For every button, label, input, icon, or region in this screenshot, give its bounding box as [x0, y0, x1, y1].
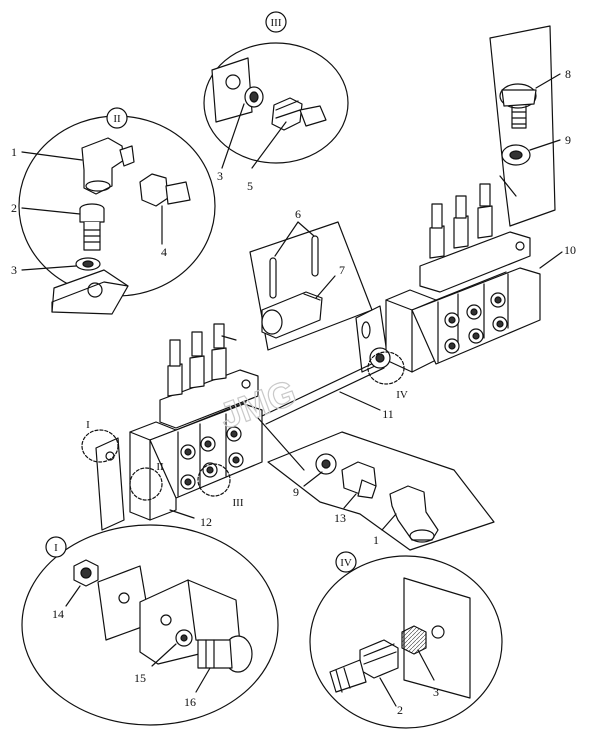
detail-I-label: I — [54, 542, 58, 554]
connecting-pipe — [261, 347, 391, 425]
detail-IV-label: IV — [340, 557, 352, 569]
part-label: 9 — [293, 485, 299, 499]
part-label: 15 — [134, 671, 146, 685]
fitting-detail-panel — [257, 417, 495, 551]
part-label: 3 — [433, 685, 439, 699]
detail-bolt-washer — [489, 25, 561, 227]
detail-II-label: II — [113, 113, 121, 125]
part-label: 8 — [565, 67, 571, 81]
part-label: 1 — [373, 533, 379, 547]
plate-with-slots — [249, 221, 373, 351]
part-label: 10 — [564, 243, 576, 257]
left-valve-stack — [81, 323, 405, 531]
marker-II-label: II — [156, 461, 164, 473]
part-label: 12 — [200, 515, 212, 529]
marker-III-label: III — [233, 497, 244, 509]
part-label: 5 — [247, 179, 253, 193]
part-label: 4 — [161, 245, 167, 259]
part-label: 16 — [184, 695, 196, 709]
marker-IV-label: IV — [396, 389, 408, 401]
part-label: 14 — [52, 607, 64, 621]
detail-III-label: III — [271, 17, 282, 29]
detail-view-II — [18, 107, 216, 315]
part-label: 6 — [295, 207, 301, 221]
part-label: 3 — [217, 169, 223, 183]
part-label: 1 — [11, 145, 17, 159]
part-label: 13 — [334, 511, 346, 525]
detail-view-I — [21, 524, 279, 726]
marker-I-label: I — [86, 419, 90, 431]
detail-view-IV — [309, 551, 503, 729]
part-label: 7 — [339, 263, 345, 277]
detail-view-III — [203, 11, 349, 169]
part-label: 2 — [397, 703, 403, 717]
part-label: 2 — [11, 201, 17, 215]
part-label: 3 — [11, 263, 17, 277]
part-label: 9 — [565, 133, 571, 147]
part-label: 11 — [382, 407, 394, 421]
